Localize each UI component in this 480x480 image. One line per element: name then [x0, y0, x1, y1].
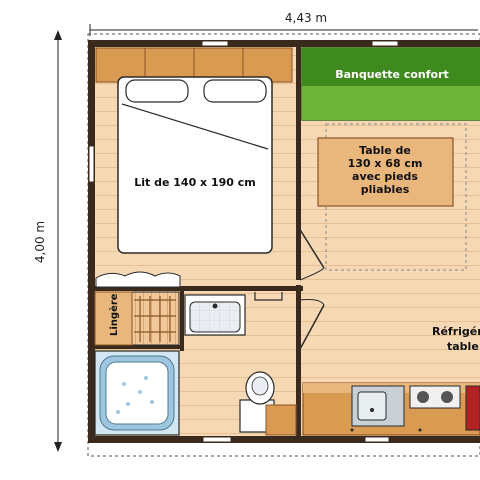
kitchen-sink: [351, 385, 405, 427]
bed: Lit de 140 x 190 cm: [117, 76, 273, 254]
pillow-left: [125, 79, 189, 103]
table: Table de 130 x 68 cm avec pieds pliables: [317, 137, 454, 207]
table-leg-markers: [350, 428, 422, 432]
height-label: 4,00 m: [33, 221, 47, 263]
table-label-line-4: pliables: [361, 183, 410, 196]
linen-cupboard: Lingère: [94, 291, 180, 346]
pillow-right: [203, 79, 267, 103]
bathroom-sink: [184, 294, 246, 336]
width-label: 4,43 m: [285, 11, 327, 25]
storage-shelf: [95, 271, 181, 288]
arrow-up-icon: [54, 30, 62, 40]
bathroom-door[interactable]: [298, 299, 325, 352]
fridge-label-line-2: table: [447, 340, 479, 353]
bed-label: Lit de 140 x 190 cm: [134, 176, 256, 189]
table-label-line-1: Table de: [359, 144, 411, 157]
fridge: [465, 385, 480, 431]
sofa-label: Banquette confort: [335, 68, 449, 81]
fridge-label-line-1: Réfrigér: [432, 325, 480, 338]
width-dimension: 4,43 m: [89, 11, 478, 36]
interior-walls: [93, 45, 303, 443]
height-dimension: 4,00 m: [33, 30, 62, 452]
kitchen-counter: [302, 382, 480, 436]
exterior-walls: [88, 40, 480, 443]
shower: [94, 350, 180, 436]
sofa: Banquette confort: [301, 47, 480, 121]
bedroom-door[interactable]: [298, 227, 325, 281]
linen-label: Lingère: [108, 293, 120, 336]
towel-rail: [254, 292, 283, 301]
table-label-line-3: avec pieds: [352, 170, 418, 183]
table-label-line-2: 130 x 68 cm: [348, 157, 423, 170]
arrow-down-icon: [54, 442, 62, 452]
bathroom-cabinet: [265, 404, 297, 436]
cooktop: [409, 385, 461, 409]
windows: [88, 40, 399, 443]
